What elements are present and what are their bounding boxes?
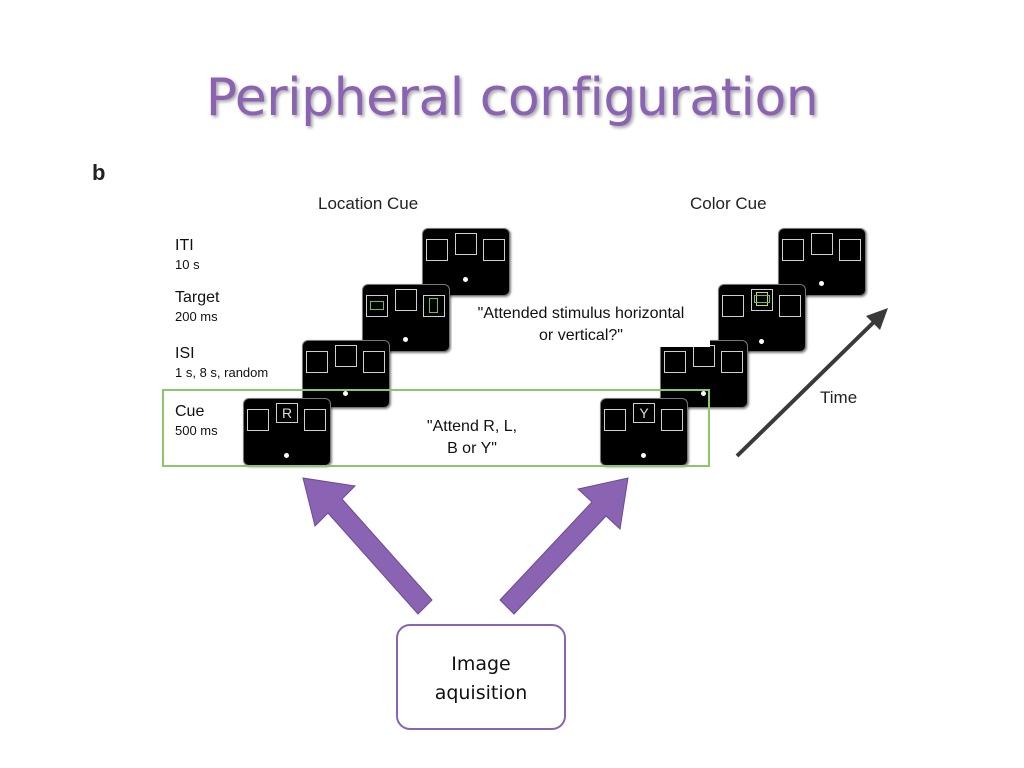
cue-letter-r: R [276, 403, 298, 423]
location-cue-header: Location Cue [318, 194, 419, 213]
cue-letter-y: Y [633, 403, 655, 423]
color-isi-screen [660, 340, 748, 408]
cue-instruction-line-2: B or Y" [447, 440, 497, 457]
row-duration: 200 ms [175, 309, 218, 324]
callout-line-1: Image [451, 653, 511, 675]
cue-row-highlight [162, 389, 710, 467]
right-up-arrow-icon [499, 477, 629, 615]
row-name: Cue [175, 403, 205, 420]
row-name: ISI [175, 345, 195, 362]
location-isi-screen [302, 340, 390, 408]
left-up-arrow-icon [302, 477, 433, 615]
image-acquisition-callout: Image aquisition [396, 624, 566, 730]
color-cue-header: Color Cue [690, 194, 767, 213]
slide-title: Peripheral configuration [205, 68, 819, 128]
cue-instruction: "Attend R, L, B or Y" [392, 416, 552, 460]
row-label-cue: Cue 500 ms [175, 402, 218, 440]
color-cue-screen: Y [600, 398, 688, 466]
row-label-isi: ISI 1 s, 8 s, random [175, 344, 268, 382]
callout-line-2: aquisition [434, 682, 528, 704]
row-duration: 500 ms [175, 423, 218, 438]
time-label: Time [820, 388, 858, 407]
row-label-iti: ITI 10 s [175, 236, 200, 274]
row-name: ITI [175, 237, 194, 254]
panel-letter: b [92, 160, 106, 185]
target-question-line-1: "Attended stimulus horizontal [477, 305, 685, 322]
row-duration: 1 s, 8 s, random [175, 365, 269, 380]
cue-instruction-line-1: "Attend R, L, [426, 418, 518, 435]
target-question: "Attended stimulus horizontal or vertica… [452, 303, 710, 347]
location-iti-screen [422, 228, 510, 296]
row-label-target: Target 200 ms [175, 288, 219, 326]
target-question-line-2: or vertical?" [539, 327, 623, 344]
row-name: Target [175, 289, 220, 306]
row-duration: 10 s [175, 257, 200, 272]
time-arrow-icon [735, 308, 888, 458]
